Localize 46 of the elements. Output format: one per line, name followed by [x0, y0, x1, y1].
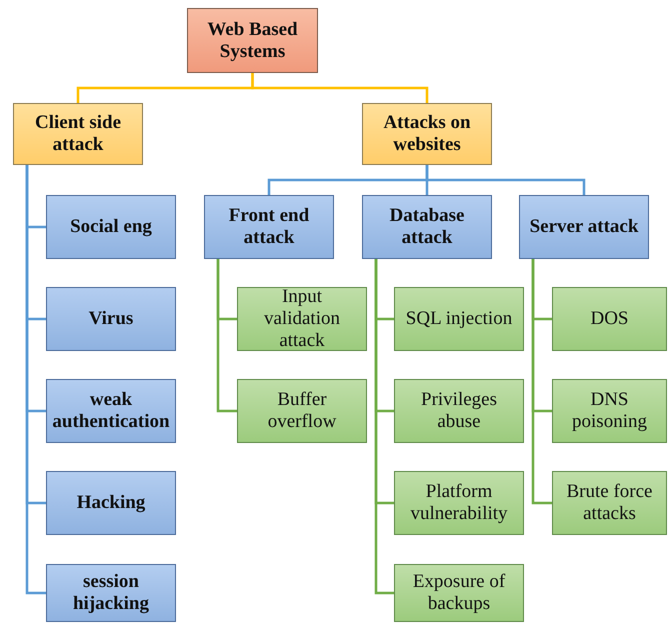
box-label: DOS	[590, 308, 628, 330]
category-box	[394, 379, 524, 443]
category-box	[362, 195, 492, 259]
category-box	[204, 195, 334, 259]
box-label: Server attack	[530, 216, 638, 238]
connector-line	[426, 165, 586, 195]
category-box	[552, 379, 667, 443]
box-label: Exposure of backups	[412, 571, 506, 615]
box-label: DNS poisoning	[571, 389, 648, 433]
connector-line	[532, 259, 552, 504]
category-box	[46, 471, 176, 535]
box-label: Attacks on websites	[382, 112, 472, 156]
category-box	[394, 471, 524, 535]
category-box	[394, 287, 524, 351]
box-label: Virus	[88, 308, 134, 330]
box-label: weak authentication	[51, 389, 171, 433]
box-label: Buffer overflow	[266, 389, 338, 433]
category-box	[552, 287, 667, 351]
box-label: Hacking	[76, 492, 146, 514]
category-box	[46, 287, 176, 351]
box-label: SQL injection	[406, 308, 512, 330]
category-box	[46, 379, 176, 443]
category-box	[13, 103, 143, 165]
box-label: Front end attack	[228, 205, 310, 249]
box-label: Privileges abuse	[420, 389, 498, 433]
box-label: Brute force attacks	[566, 481, 654, 525]
box-label: Database attack	[388, 205, 466, 249]
category-box	[237, 379, 367, 443]
category-box	[237, 287, 367, 351]
box-label: Social eng	[70, 216, 152, 238]
box-label: Input validation attack	[263, 286, 341, 352]
connector-line	[251, 73, 428, 103]
category-box	[394, 564, 524, 622]
category-box	[46, 195, 176, 259]
connector-line	[216, 259, 237, 412]
category-box	[362, 103, 492, 165]
category-box	[46, 564, 176, 622]
box-label: Platform vulnerability	[409, 481, 509, 525]
box-label: Client side attack	[34, 112, 122, 156]
category-box	[552, 471, 667, 535]
box-label: session hijacking	[72, 571, 150, 615]
connector-line	[374, 259, 394, 594]
category-box	[519, 195, 649, 259]
category-box	[187, 8, 318, 73]
connector-line	[26, 165, 46, 594]
box-label: Web Based Systems	[206, 18, 299, 62]
